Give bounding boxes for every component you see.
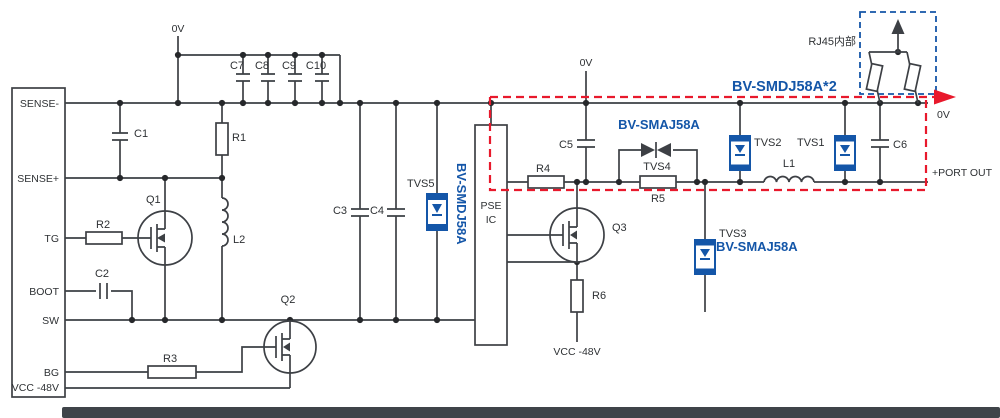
net-0v-right: 0V (937, 109, 950, 121)
rj45-internal-section: RJ45内部 (808, 11, 937, 104)
left-connector: SENSE- SENSE+ TG BOOT SW BG VCC -48V (11, 87, 66, 398)
pin-vcc-48v: VCC -48V (12, 382, 59, 394)
tvs-diode-tvs1: TVS1 (797, 135, 856, 171)
tvs-diode-tvs5: TVS5 BV-SMDJ58A (407, 163, 469, 245)
label-surge-part: BV-SMDJ58A*2 (732, 79, 837, 95)
capacitor-c1: C1 (112, 128, 148, 141)
label-tvs5: TVS5 (407, 178, 435, 190)
tvs-diode-tvs3: TVS3 BV-SMAJ58A (694, 228, 798, 275)
resistor-r5: R5 (639, 175, 677, 205)
tvs-diode-tvs4: TVS4 BV-SMAJ58A (618, 117, 700, 173)
pin-bg: BG (44, 367, 59, 379)
label-r6: R6 (592, 290, 606, 302)
pin-sw: SW (42, 315, 59, 327)
capacitor-c2: C2 (95, 268, 109, 299)
net-0v-mid: 0V (580, 57, 593, 69)
label-tvs3: TVS3 (719, 228, 747, 240)
label-c7: C7 (230, 60, 244, 72)
inductor-l2: L2 (221, 197, 245, 247)
label-l1: L1 (783, 158, 795, 170)
label-tvs4: TVS4 (643, 161, 671, 173)
net-port-out: +PORT OUT (932, 167, 993, 179)
net-0v-top: 0V (172, 23, 185, 35)
connector-outline (11, 87, 66, 398)
surge-path: BV-SMDJ58A*2 (488, 79, 956, 192)
label-c4: C4 (370, 205, 384, 217)
mosfet-q2: Q2 (263, 294, 317, 374)
pin-sense-minus: SENSE- (20, 98, 60, 110)
label-tvs4-part: BV-SMAJ58A (618, 117, 700, 132)
pin-tg: TG (44, 233, 59, 245)
resistor-r6: R6 (570, 279, 606, 313)
resistor-r3: R3 (147, 353, 197, 379)
label-c8: C8 (255, 60, 269, 72)
label-tvs2: TVS2 (754, 137, 782, 149)
resistor-r2: R2 (85, 219, 123, 245)
capacitor-c9: C9 (282, 60, 302, 82)
label-pse: PSE (480, 200, 501, 212)
pse-ic: PSE IC (474, 124, 508, 346)
wire-top-cap-bank (177, 36, 341, 103)
surge-path-loop (488, 97, 928, 192)
rj45-dashed-box (859, 11, 937, 95)
wire-right-leads (507, 71, 928, 342)
label-ic: IC (486, 214, 497, 226)
junction-dots (116, 48, 922, 324)
mosfet-q1: Q1 (137, 194, 193, 266)
label-r5: R5 (651, 193, 665, 205)
mosfet-q3: Q3 (549, 207, 627, 263)
label-r4: R4 (536, 163, 550, 175)
label-c2: C2 (95, 268, 109, 280)
pin-boot: BOOT (29, 286, 59, 298)
capacitor-c10: C10 (306, 60, 329, 82)
label-r2: R2 (96, 219, 110, 231)
label-c5: C5 (559, 139, 573, 151)
pin-sense-plus: SENSE+ (17, 173, 59, 185)
capacitor-c4: C4 (370, 205, 405, 217)
label-tvs5-part-vertical: BV-SMDJ58A (454, 163, 469, 245)
surge-arrow-icon (934, 89, 956, 105)
wire-center-leads (359, 103, 492, 320)
label-tvs3-part: BV-SMAJ58A (716, 239, 798, 254)
label-c9: C9 (282, 60, 296, 72)
label-c6: C6 (893, 139, 907, 151)
label-q3: Q3 (612, 222, 627, 234)
capacitor-c3: C3 (333, 205, 369, 217)
net-vcc-48v-bottom: VCC -48V (553, 346, 600, 358)
wire-left-leads (119, 103, 291, 388)
capacitor-c8: C8 (255, 60, 275, 82)
bottom-edge-bar (62, 407, 1000, 418)
label-q2: Q2 (281, 294, 296, 306)
resistor-r4: R4 (527, 163, 565, 189)
label-r1: R1 (232, 132, 246, 144)
tvs-diode-tvs2: TVS2 (729, 135, 782, 171)
resistor-r1: R1 (215, 122, 246, 156)
up-arrow-icon (891, 19, 905, 34)
label-c1: C1 (134, 128, 148, 140)
capacitor-c6: C6 (871, 139, 907, 151)
capacitor-c5: C5 (559, 139, 595, 151)
label-q1: Q1 (146, 194, 161, 206)
capacitor-c7: C7 (230, 60, 250, 82)
label-c10: C10 (306, 60, 326, 72)
label-c3: C3 (333, 205, 347, 217)
label-l2: L2 (233, 234, 245, 246)
inductor-l1: L1 (763, 158, 815, 183)
label-r3: R3 (163, 353, 177, 365)
label-tvs1: TVS1 (797, 137, 825, 149)
label-rj45: RJ45内部 (808, 34, 856, 48)
